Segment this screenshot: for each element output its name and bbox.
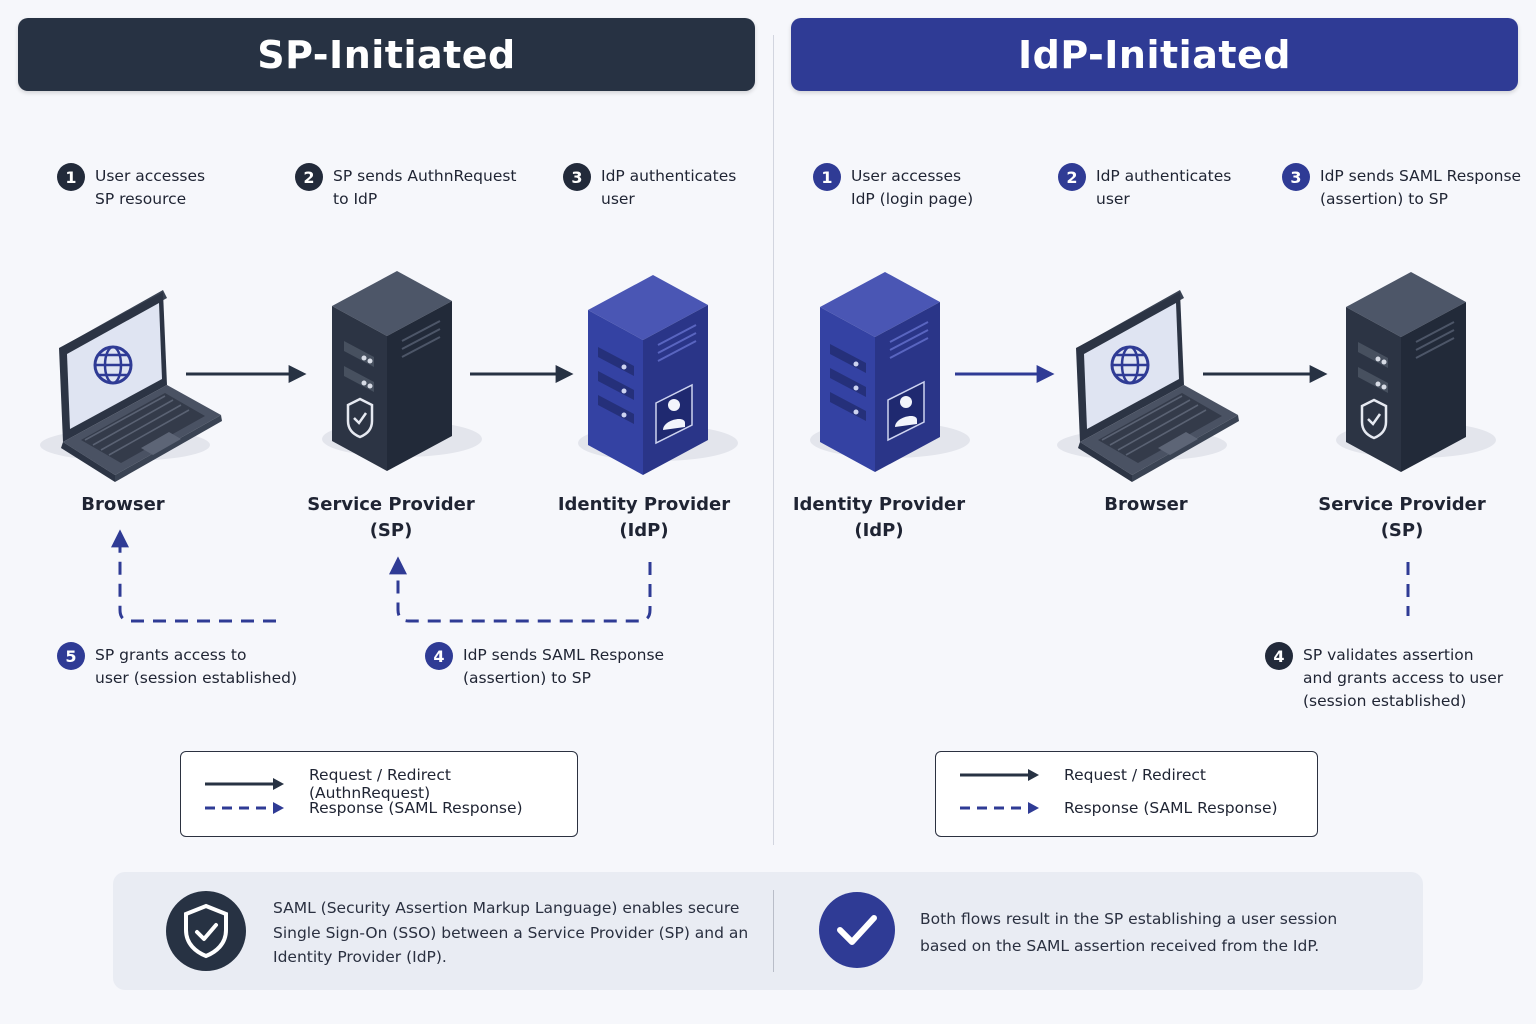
legend-response-row: Response (SAML Response): [958, 799, 1278, 817]
idp-step-2: 2 IdP authenticates user: [1058, 163, 1232, 211]
footer-left-text: SAML (Security Assertion Markup Language…: [273, 899, 749, 966]
sp-step-1: 1 User accesses SP resource: [57, 163, 206, 211]
panel-divider: [773, 35, 774, 845]
legend-request-row: Request / Redirect: [958, 766, 1206, 784]
legend-response-row: Response (SAML Response): [203, 799, 523, 817]
sp-node-browser-label: Browser: [81, 494, 165, 515]
shield-check-icon: [166, 891, 246, 971]
sp-step-5: 5 SP grants access to user (session esta…: [57, 642, 298, 690]
footer-divider: [773, 890, 774, 972]
sp-initiated-header: SP-Initiated: [18, 18, 755, 91]
step-badge: 4: [425, 642, 453, 670]
step-text: IdP sends SAML Response (assertion) to S…: [463, 646, 665, 687]
legend-request-label: Request / Redirect: [1064, 766, 1206, 784]
legend-response-label: Response (SAML Response): [309, 799, 523, 817]
legend-dashed-arrow-icon: [960, 802, 1039, 814]
step-badge: 1: [57, 163, 85, 191]
idp-node-identity-provider-label: Identity Provider (IdP): [792, 494, 966, 541]
footer-right-text: Both flows result in the SP establishing…: [920, 910, 1338, 955]
idp-service-provider-server-icon: [1334, 270, 1498, 474]
step-text: SP grants access to user (session establ…: [95, 646, 298, 687]
step-text: IdP authenticates user: [601, 167, 737, 208]
sp-step-4: 4 IdP sends SAML Response (assertion) to…: [425, 642, 665, 690]
sp-service-provider-server-icon: [320, 269, 484, 473]
sp-identity-provider-server-icon: [577, 274, 739, 476]
footer-info-panel: SAML (Security Assertion Markup Language…: [113, 872, 1423, 990]
step-badge: 3: [1282, 163, 1310, 191]
step-text: IdP authenticates user: [1096, 167, 1232, 208]
idp-initiated-title: IdP-Initiated: [1018, 32, 1291, 77]
checkmark-icon: [819, 892, 895, 968]
idp-node-service-provider-label: Service Provider (SP): [1318, 494, 1486, 541]
idp-browser-laptop-icon: [1055, 288, 1241, 484]
step-text: SP sends AuthnRequest to IdP: [333, 167, 517, 208]
legend-dashed-arrow-icon: [205, 802, 284, 814]
idp-initiated-header: IdP-Initiated: [791, 18, 1518, 91]
idp-node-browser-label: Browser: [1104, 494, 1188, 515]
sp-step-2: 2 SP sends AuthnRequest to IdP: [295, 163, 517, 211]
idp-legend: Request / Redirect Response (SAML Respon…: [935, 751, 1318, 837]
step-badge: 2: [1058, 163, 1086, 191]
step-badge: 4: [1265, 642, 1293, 670]
idp-step-4: 4 SP validates assertion and grants acce…: [1265, 642, 1504, 713]
legend-request-row: Request / Redirect (AuthnRequest): [203, 766, 577, 802]
legend-request-label: Request / Redirect (AuthnRequest): [308, 766, 451, 802]
idp-step-3: 3 IdP sends SAML Response (assertion) to…: [1282, 163, 1522, 211]
idp-identity-provider-server-icon: [809, 271, 971, 473]
sp-arrow-sp-grants-browser: [111, 529, 276, 623]
step-badge: 3: [563, 163, 591, 191]
sp-step-3: 3 IdP authenticates user: [563, 163, 737, 211]
sp-arrow-idp-response-to-sp: [389, 556, 652, 623]
step-text: IdP sends SAML Response (assertion) to S…: [1320, 167, 1522, 208]
step-text: User accesses SP resource: [95, 167, 206, 208]
step-badge: 1: [813, 163, 841, 191]
step-badge: 2: [295, 163, 323, 191]
sp-legend: Request / Redirect (AuthnRequest) Respon…: [180, 751, 578, 837]
legend-solid-arrow-icon: [960, 769, 1039, 781]
step-text: SP validates assertion and grants access…: [1303, 646, 1504, 710]
sp-initiated-title: SP-Initiated: [257, 32, 516, 77]
idp-step-1: 1 User accesses IdP (login page): [813, 163, 974, 211]
sp-browser-laptop-icon: [38, 288, 224, 484]
legend-solid-arrow-icon: [205, 778, 284, 790]
legend-response-label: Response (SAML Response): [1064, 799, 1278, 817]
sp-node-service-provider-label: Service Provider (SP): [307, 494, 475, 541]
step-badge: 5: [57, 642, 85, 670]
step-text: User accesses IdP (login page): [851, 167, 974, 208]
sp-node-identity-provider-label: Identity Provider (IdP): [557, 494, 731, 541]
